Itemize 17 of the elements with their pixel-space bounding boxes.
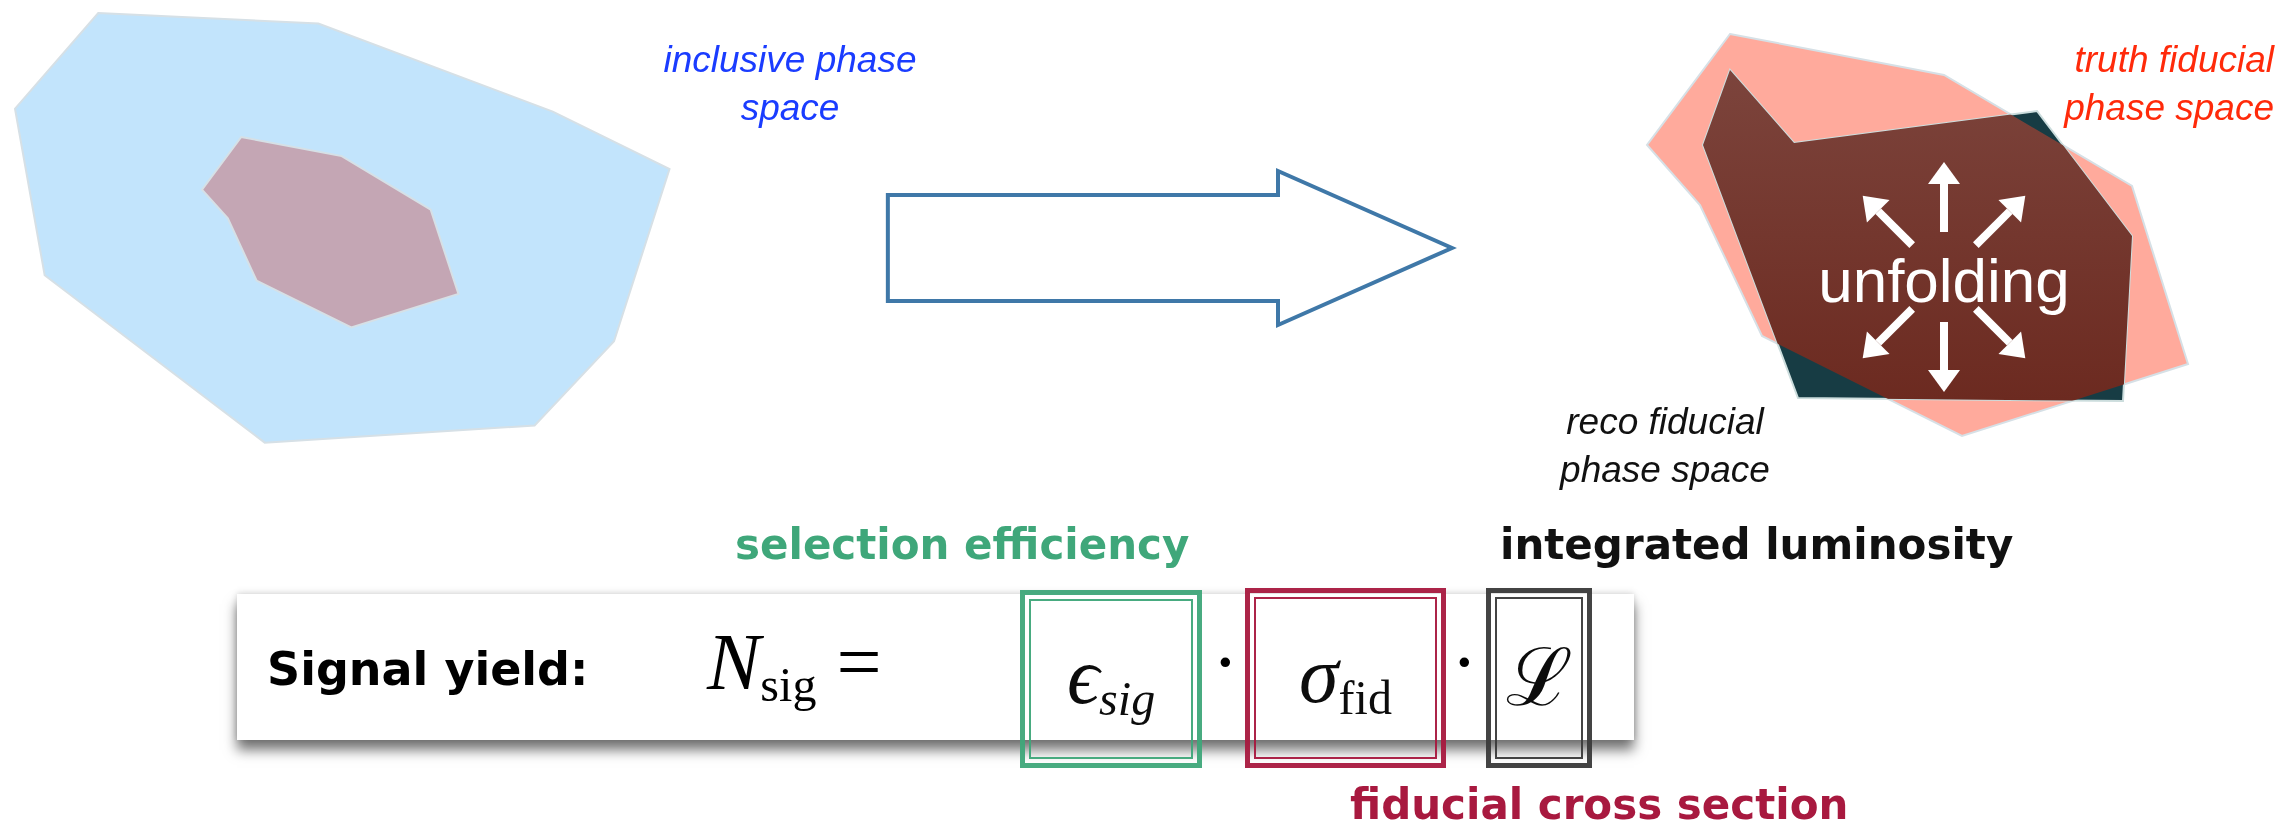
math-term: ℒ — [1505, 638, 1573, 718]
highlight-frame — [1020, 590, 1202, 768]
term-label: selection efficiency — [735, 524, 1190, 566]
highlight-frame — [1486, 588, 1592, 768]
block-arrow — [885, 167, 1457, 329]
highlight-frame — [1245, 588, 1446, 768]
math-term: σ$_{fid}$ — [1299, 634, 1392, 722]
math-expression: · — [1451, 622, 1478, 702]
region-label: truth fiducial phase space — [2062, 38, 2274, 130]
term-label: integrated luminosity — [1500, 524, 2014, 566]
region-label: reco fiducial phase space — [1558, 400, 1771, 492]
region-label: inclusive phase space — [662, 38, 918, 130]
formula-panel — [237, 594, 1634, 740]
math-term: ϵ$_{sig}$ — [1066, 635, 1156, 723]
term-label: fiducial cross section — [1350, 784, 1849, 826]
math-expression: N$_{sig}$ = — [707, 622, 882, 709]
math-expression: · — [1212, 622, 1239, 702]
